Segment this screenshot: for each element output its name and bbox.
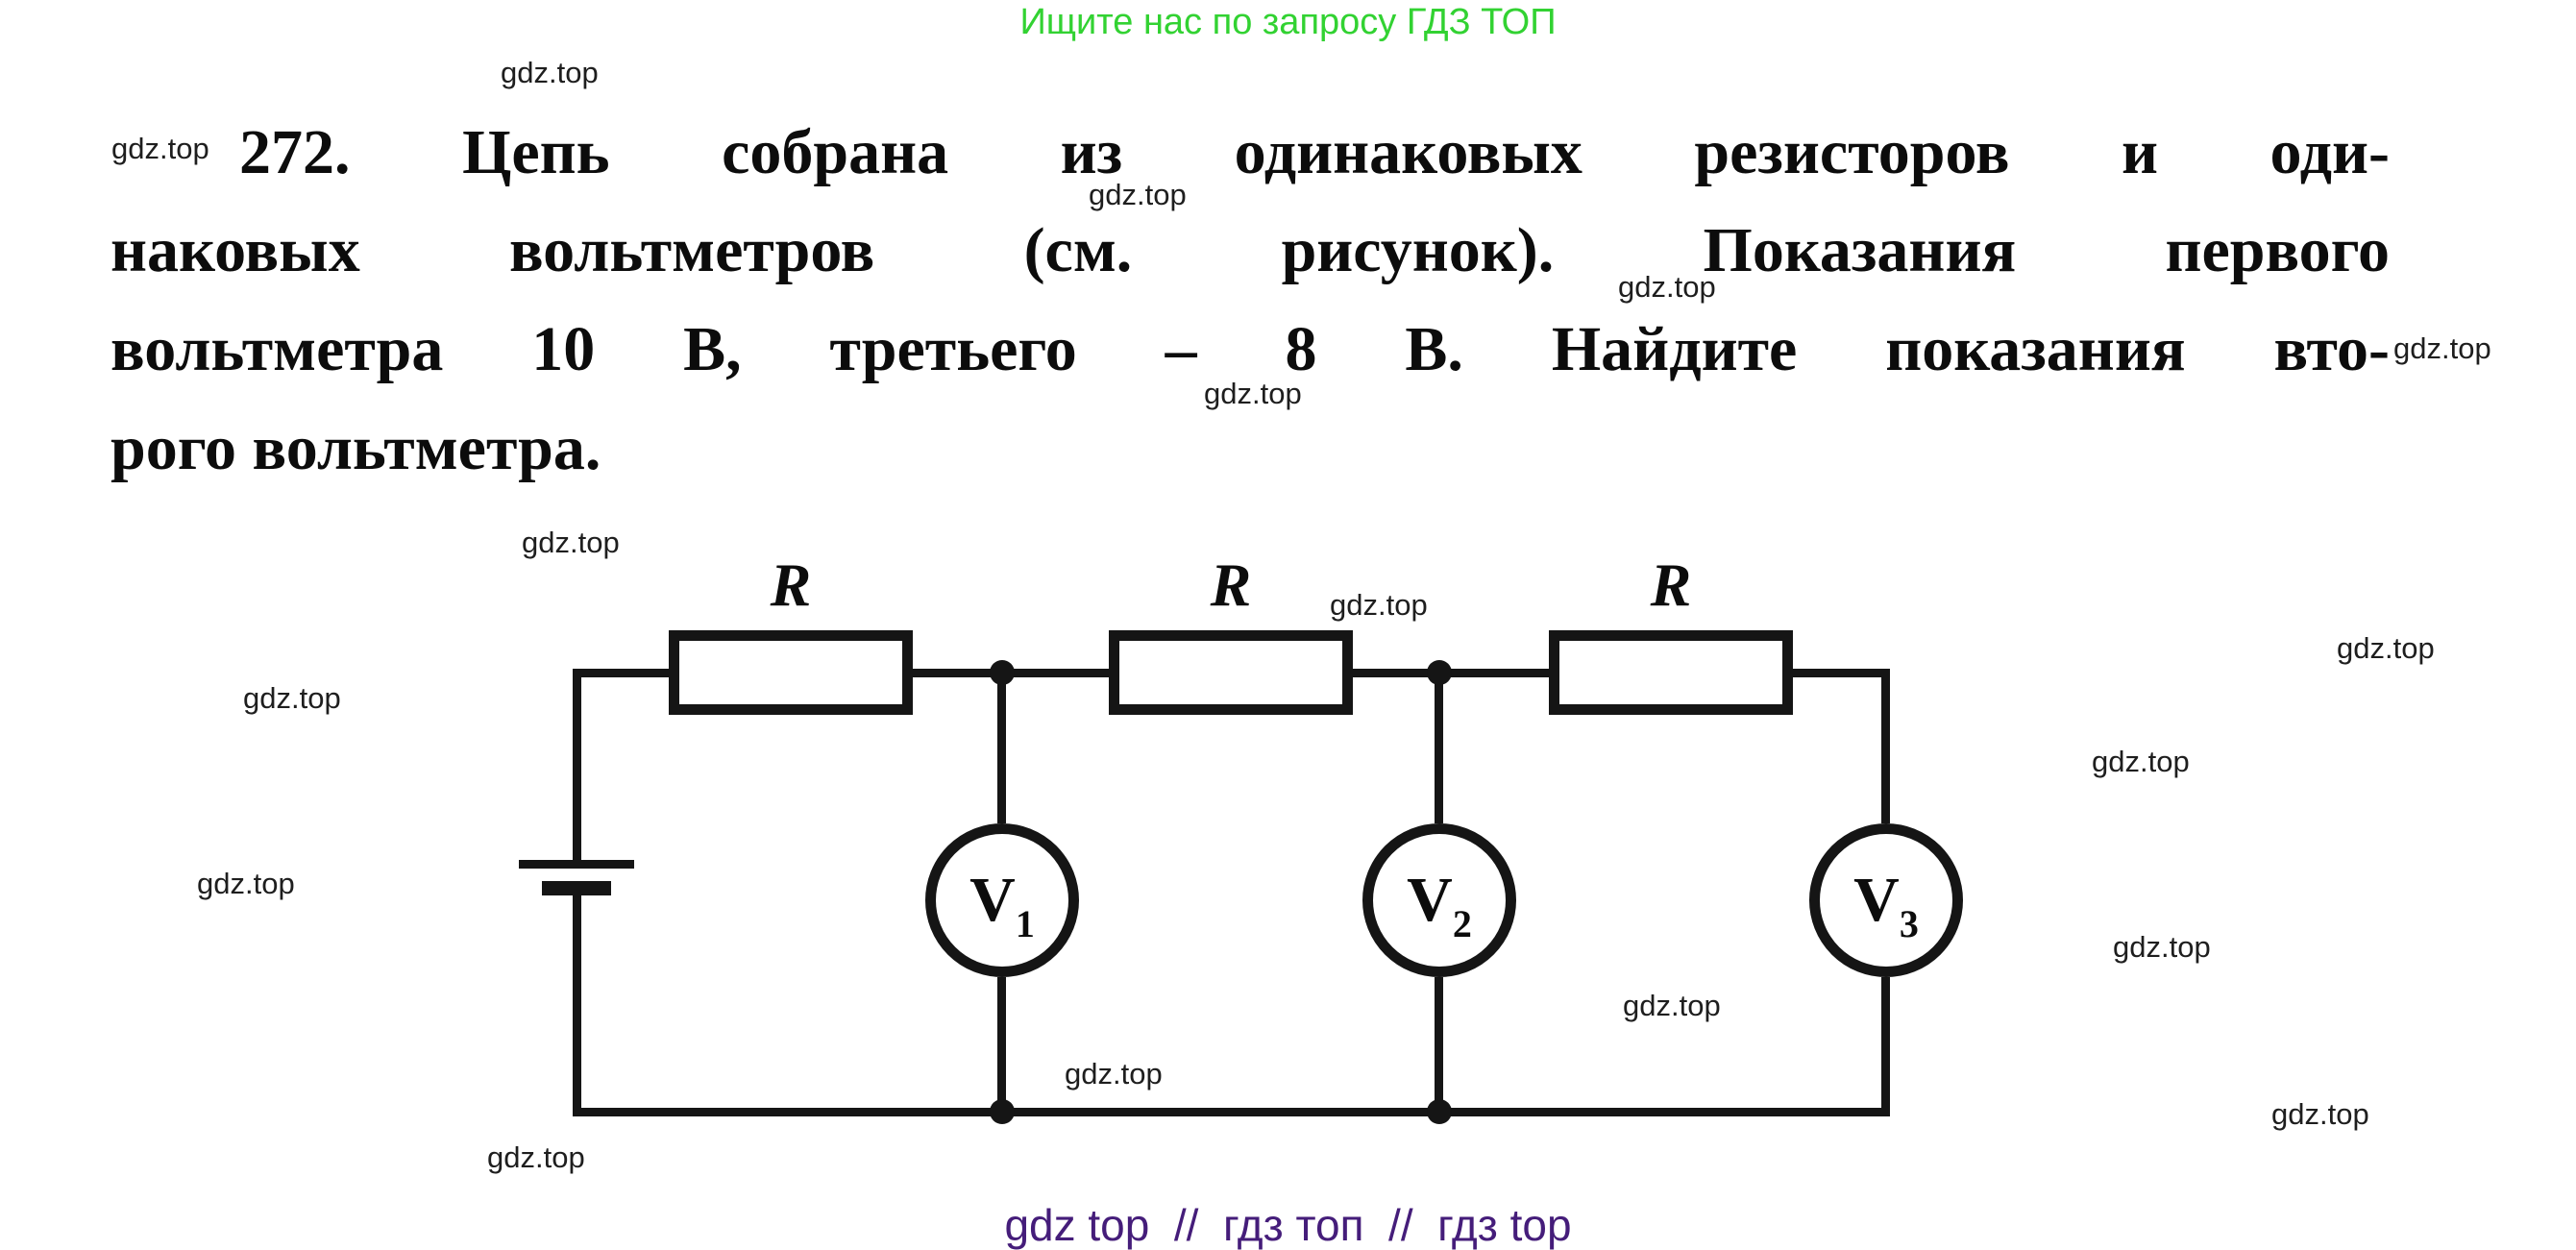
watermark: gdz.top xyxy=(487,1140,585,1174)
v1-wire-upper xyxy=(997,669,1006,823)
resistor-label-2: R xyxy=(1210,551,1252,619)
watermark: gdz.top xyxy=(2092,745,2190,778)
watermark: gdz.top xyxy=(2113,930,2211,964)
left-wire-lower xyxy=(573,895,581,1116)
voltmeter-1-label: V xyxy=(969,865,1016,935)
resistor-box-1 xyxy=(669,630,913,715)
watermark: gdz.top xyxy=(1204,377,1302,410)
resistor-box-3 xyxy=(1549,630,1793,715)
watermark: gdz.top xyxy=(1330,588,1428,622)
right-wire-lower xyxy=(1881,977,1890,1116)
watermark: gdz.top xyxy=(2271,1097,2369,1131)
promo-banner: Ищите нас по запросу ГДЗ ТОП xyxy=(1019,2,1557,42)
voltmeter-3-subscript: 3 xyxy=(1899,902,1919,945)
battery-plate-long xyxy=(519,860,634,869)
watermark: gdz.top xyxy=(501,56,599,89)
voltmeter-2-subscript: 2 xyxy=(1452,902,1472,945)
watermark: gdz.top xyxy=(1065,1057,1163,1091)
voltmeter-2-label: V xyxy=(1407,865,1453,935)
junction-dot-bottom-1 xyxy=(990,1099,1015,1124)
watermark: gdz.top xyxy=(1089,178,1187,211)
watermark: gdz.top xyxy=(2337,631,2435,665)
voltmeter-2: V 2 xyxy=(1362,823,1516,977)
watermark: gdz.top xyxy=(1618,270,1716,304)
junction-dot-bottom-2 xyxy=(1427,1099,1452,1124)
v1-wire-lower xyxy=(997,977,1006,1116)
problem-text-line-4: рого вольтметра. xyxy=(110,413,601,483)
resistor-box-2 xyxy=(1109,630,1353,715)
resistor-label-3: R xyxy=(1650,551,1692,619)
watermark: gdz.top xyxy=(111,132,209,165)
v2-wire-lower xyxy=(1435,977,1443,1116)
problem-text-line-1: 272. Цепь собрана из одинаковых резистор… xyxy=(239,117,2390,187)
watermark: gdz.top xyxy=(243,681,341,715)
problem-text-line-2: наковых вольтметров (см. рисунок). Показ… xyxy=(110,215,2390,285)
junction-dot-top-2 xyxy=(1427,660,1452,685)
voltmeter-1-subscript: 1 xyxy=(1015,902,1035,945)
battery-plate-short xyxy=(542,881,611,895)
watermark: gdz.top xyxy=(197,867,295,900)
watermark: gdz.top xyxy=(1623,989,1721,1022)
junction-dot-top-1 xyxy=(990,660,1015,685)
resistor-label-1: R xyxy=(770,551,812,619)
watermark: gdz.top xyxy=(522,526,620,559)
left-wire-upper xyxy=(573,669,581,860)
footer-branding: gdz top // гдз топ // гдз top xyxy=(1004,1200,1572,1250)
voltmeter-1: V 1 xyxy=(925,823,1079,977)
bottom-wire xyxy=(577,1108,1886,1116)
right-wire-upper xyxy=(1881,669,1890,823)
watermark: gdz.top xyxy=(2393,331,2491,365)
problem-text-line-3: вольтметра 10 В, третьего – 8 В. Найдите… xyxy=(110,314,2390,384)
voltmeter-3-label: V xyxy=(1853,865,1900,935)
v2-wire-upper xyxy=(1435,669,1443,823)
voltmeter-3: V 3 xyxy=(1809,823,1963,977)
